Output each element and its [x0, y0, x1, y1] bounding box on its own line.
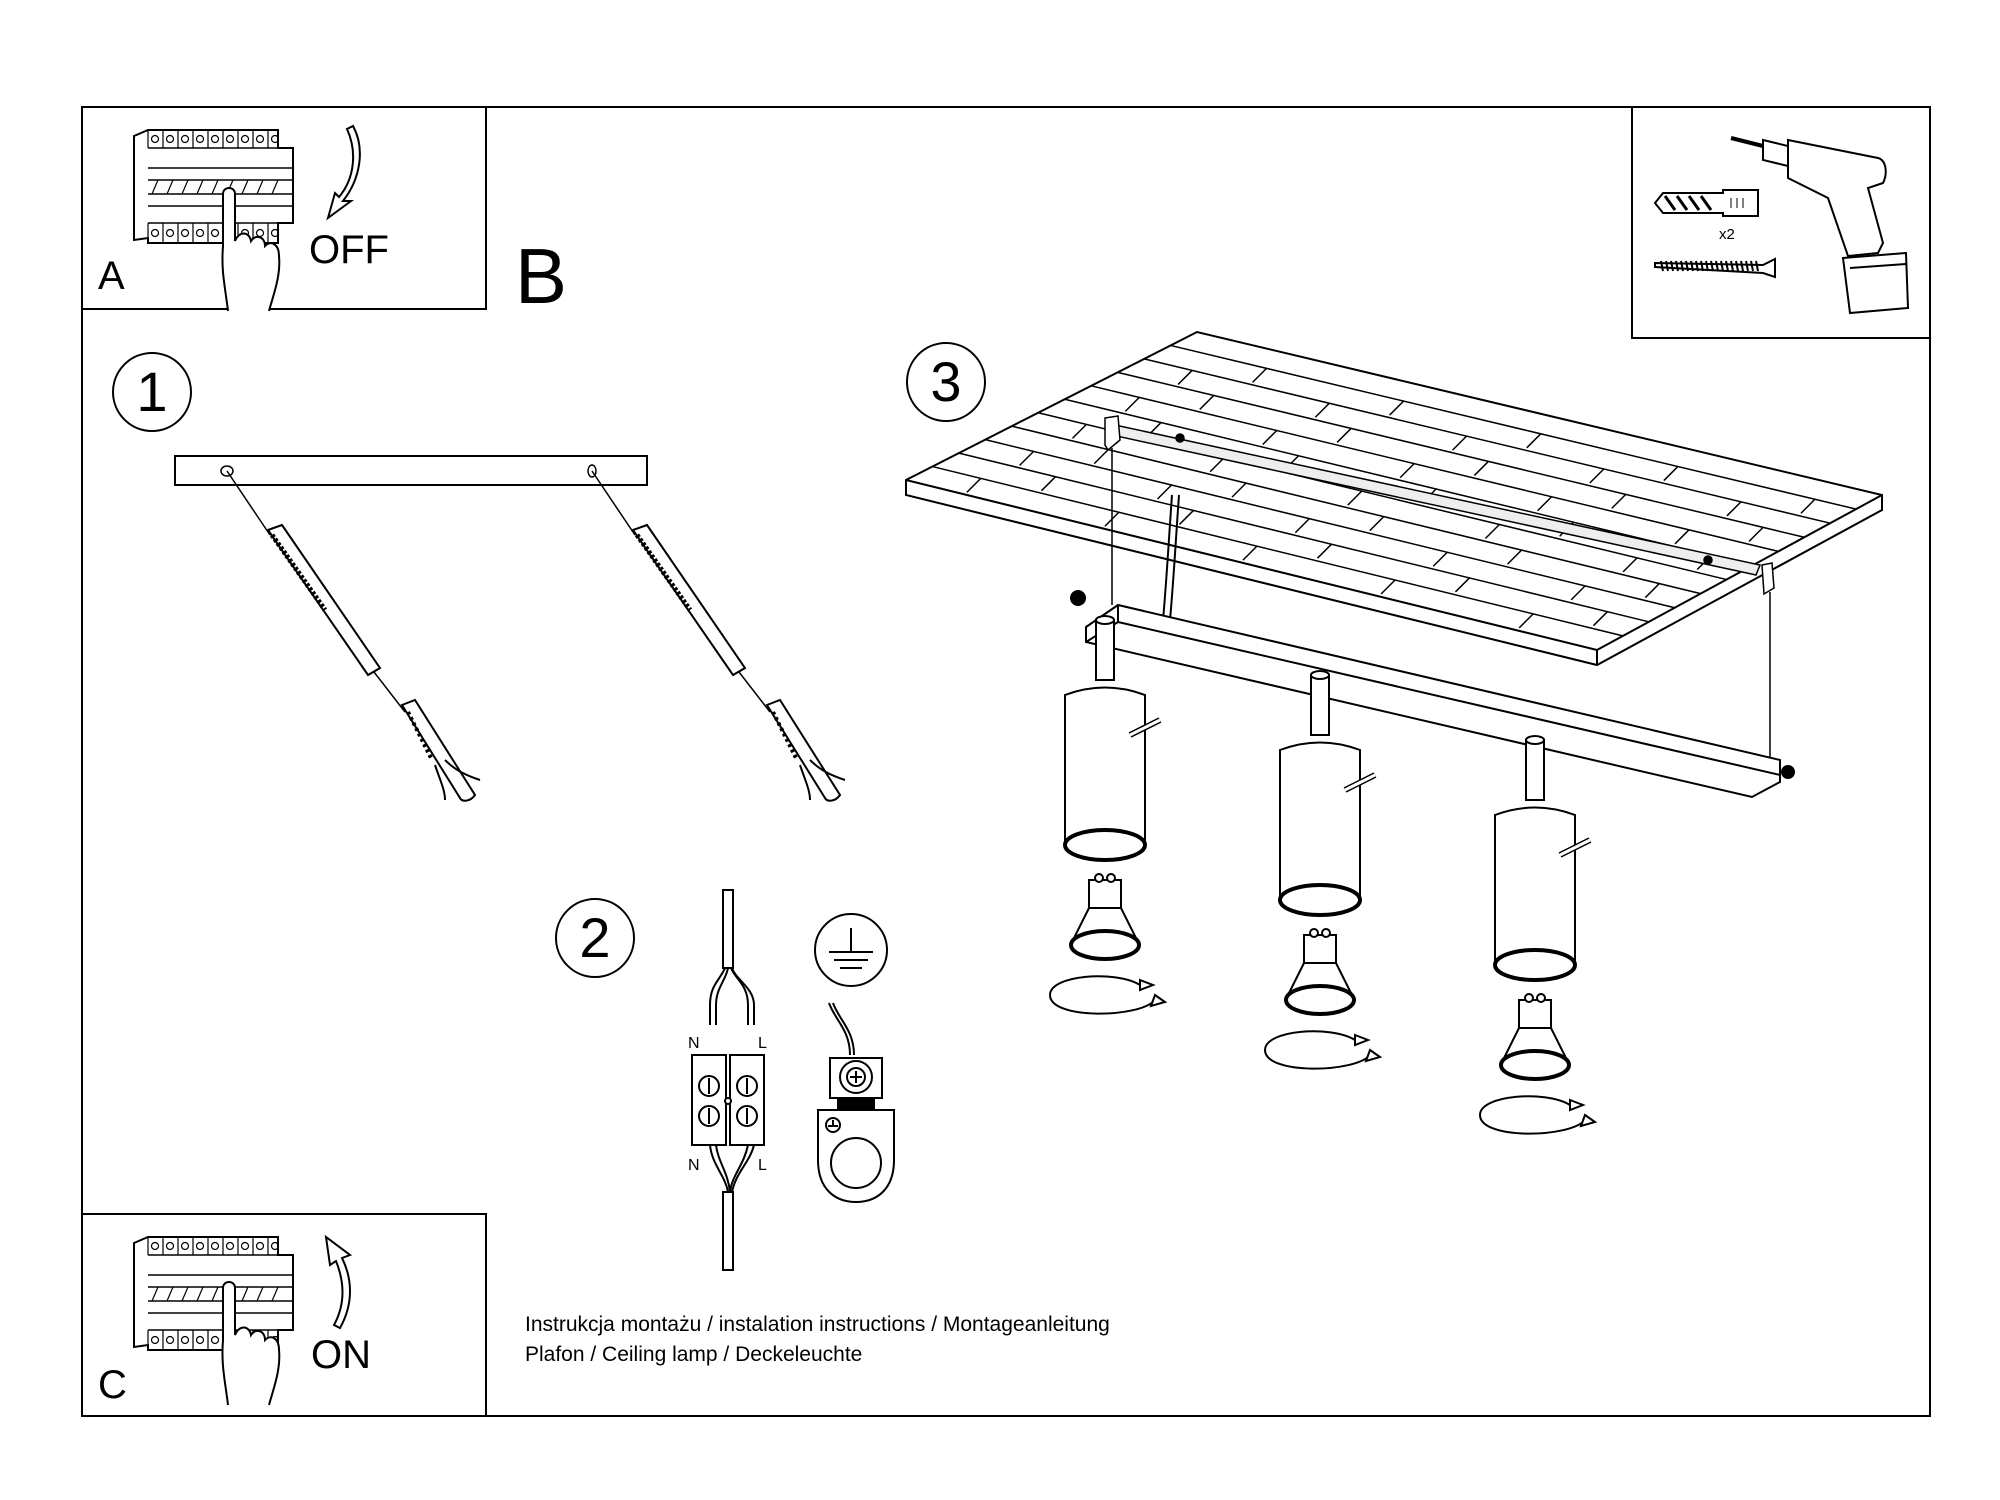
- caption-title: Instrukcja montażu / instalation instruc…: [525, 1313, 1110, 1336]
- twist-arrow-icon-3: [1478, 1095, 1598, 1135]
- screw-and-plug-left: [226, 470, 481, 802]
- twist-arrow-icon-1: [1048, 975, 1168, 1015]
- arrow-down-icon: [326, 124, 361, 221]
- mounting-bar: [1104, 415, 1775, 596]
- switch-state-on: ON: [311, 1333, 371, 1377]
- step-2-badge: 2: [555, 898, 635, 978]
- ground-icon: [814, 913, 888, 987]
- arrow-up-icon: [324, 1234, 353, 1330]
- spotlight-1: [1048, 615, 1168, 1015]
- wall-plug-icon: [1653, 189, 1759, 217]
- earth-terminal: [817, 1057, 895, 1204]
- tools-box: x2: [1631, 106, 1931, 339]
- wire-label-l-bottom: L: [758, 1157, 767, 1174]
- spotlight-3: [1478, 735, 1598, 1135]
- caption-product: Plafon / Ceiling lamp / Deckeleuchte: [525, 1343, 863, 1366]
- page-frame: [81, 106, 1931, 1417]
- step-1-drilling-diagram: [174, 455, 846, 802]
- panel-a-power-off: OFF A: [81, 106, 487, 312]
- switch-state-off: OFF: [309, 228, 389, 272]
- panel-letter-c: C: [98, 1363, 127, 1407]
- panel-c-power-on: ON C: [81, 1213, 487, 1417]
- step-1-badge: 1: [112, 352, 192, 432]
- mounting-bar: [174, 455, 648, 486]
- ceiling: [905, 330, 1883, 667]
- wire-label-n-bottom: N: [688, 1157, 700, 1174]
- screw-icon: [1654, 257, 1776, 279]
- lamp-cable: [722, 1191, 734, 1271]
- step-3-mounting-diagram: [905, 330, 1883, 1135]
- gu10-bulb-1: [1069, 873, 1141, 961]
- document-caption: Instrukcja montażu / instalation instruc…: [525, 1310, 1110, 1370]
- hand-pointer-icon: [221, 1281, 281, 1406]
- screw-and-plug-right: [591, 470, 846, 802]
- supply-cable: [722, 889, 734, 969]
- gu10-bulb-2: [1284, 928, 1356, 1016]
- hand-pointer-icon: [221, 187, 281, 312]
- wire-label-n-top: N: [688, 1035, 700, 1052]
- twist-arrow-icon-2: [1263, 1030, 1383, 1070]
- panel-letter-a: A: [98, 254, 125, 298]
- step-2-wiring-diagram: N L N L: [688, 889, 895, 1271]
- step-3-badge: 3: [906, 342, 986, 422]
- section-letter-b: B: [515, 232, 568, 320]
- quantity-label: x2: [1719, 226, 1735, 243]
- terminal-block: [691, 1054, 765, 1146]
- wire-label-l-top: L: [758, 1035, 767, 1052]
- spotlight-2: [1263, 670, 1383, 1070]
- gu10-bulb-3: [1499, 993, 1571, 1081]
- drill-icon: [1730, 136, 1910, 315]
- breaker-panel-icon: [133, 129, 294, 244]
